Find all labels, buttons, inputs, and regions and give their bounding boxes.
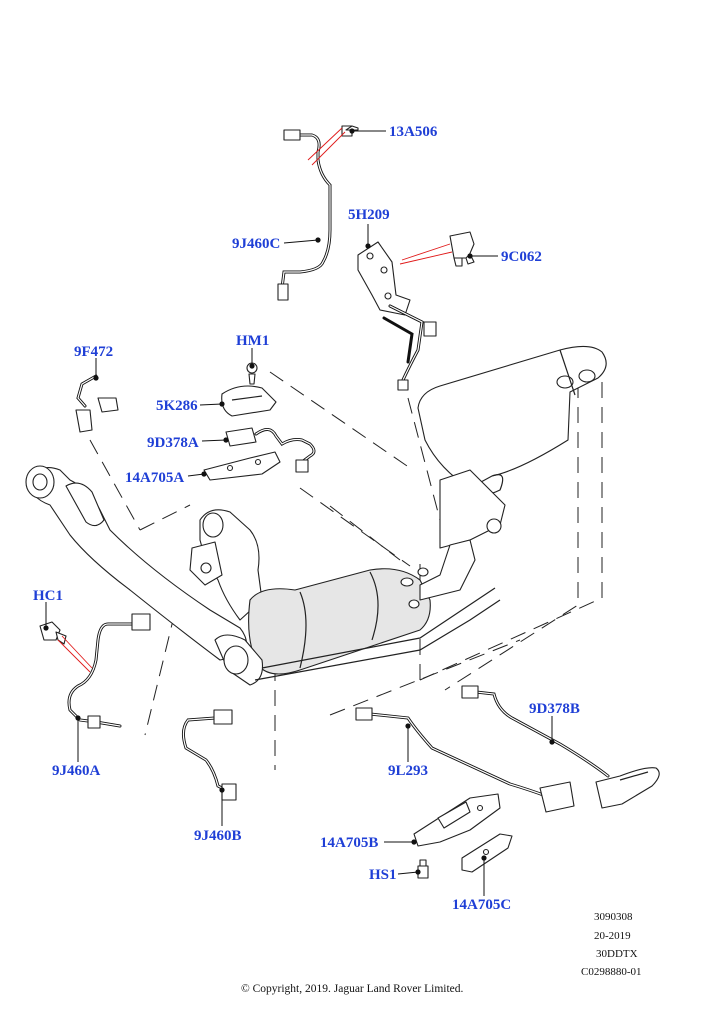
label-14A705B: 14A705B [320, 835, 378, 851]
part-9C062-sensor [449, 231, 475, 267]
exhaust-assembly [25, 345, 607, 686]
ref-illustration-number: 3090308 [594, 911, 633, 923]
part-9L293-hose [355, 707, 575, 813]
part-9F472-sensor [75, 374, 119, 433]
part-9J460A-hose [67, 613, 151, 729]
label-9J460B: 9J460B [194, 828, 242, 844]
label-HS1: HS1 [369, 867, 397, 883]
label-9C062: 9C062 [501, 249, 542, 265]
label-5K286: 5K286 [156, 398, 198, 414]
label-9F472: 9F472 [74, 344, 113, 360]
part-9J460B-hose [181, 709, 237, 801]
label-14A705A: 14A705A [125, 470, 184, 486]
part-13A506-sensor [341, 125, 359, 137]
part-9D378A-sensor [225, 427, 316, 473]
part-5H209-bracket [357, 241, 437, 391]
ref-drawing-number: C0298880-01 [581, 966, 642, 978]
part-14A705B-bracket [413, 793, 501, 847]
label-9D378B: 9D378B [529, 701, 580, 717]
part-14A705A-bracket [203, 451, 281, 481]
label-HC1: HC1 [33, 588, 63, 604]
part-14A705C-bracket [461, 833, 513, 873]
label-14A705C: 14A705C [452, 897, 511, 913]
label-13A506: 13A506 [389, 124, 438, 140]
assembly-dash-lines [89, 371, 603, 770]
label-HM1: HM1 [236, 333, 269, 349]
part-9D378B-sensor [461, 685, 660, 809]
ref-date: 20-2019 [594, 930, 631, 942]
part-9J460C-hose [277, 129, 332, 301]
part-HS1-screw [417, 859, 429, 879]
part-HC1-clip [39, 621, 67, 645]
leader-lines [43, 128, 555, 896]
footer: 3090308 20-2019 30DDTX C0298880-01 © Cop… [241, 911, 642, 995]
callout-labels: 13A506 5H209 9J460C 9C062 9F472 HM1 5K28… [33, 124, 580, 913]
label-9J460C: 9J460C [232, 236, 280, 252]
label-5H209: 5H209 [348, 207, 390, 223]
label-9L293: 9L293 [388, 763, 428, 779]
ref-engine-code: 30DDTX [596, 948, 638, 960]
label-9J460A: 9J460A [52, 763, 101, 779]
label-9D378A: 9D378A [147, 435, 199, 451]
part-5K286-shield [221, 385, 277, 417]
copyright: © Copyright, 2019. Jaguar Land Rover Lim… [241, 983, 464, 995]
